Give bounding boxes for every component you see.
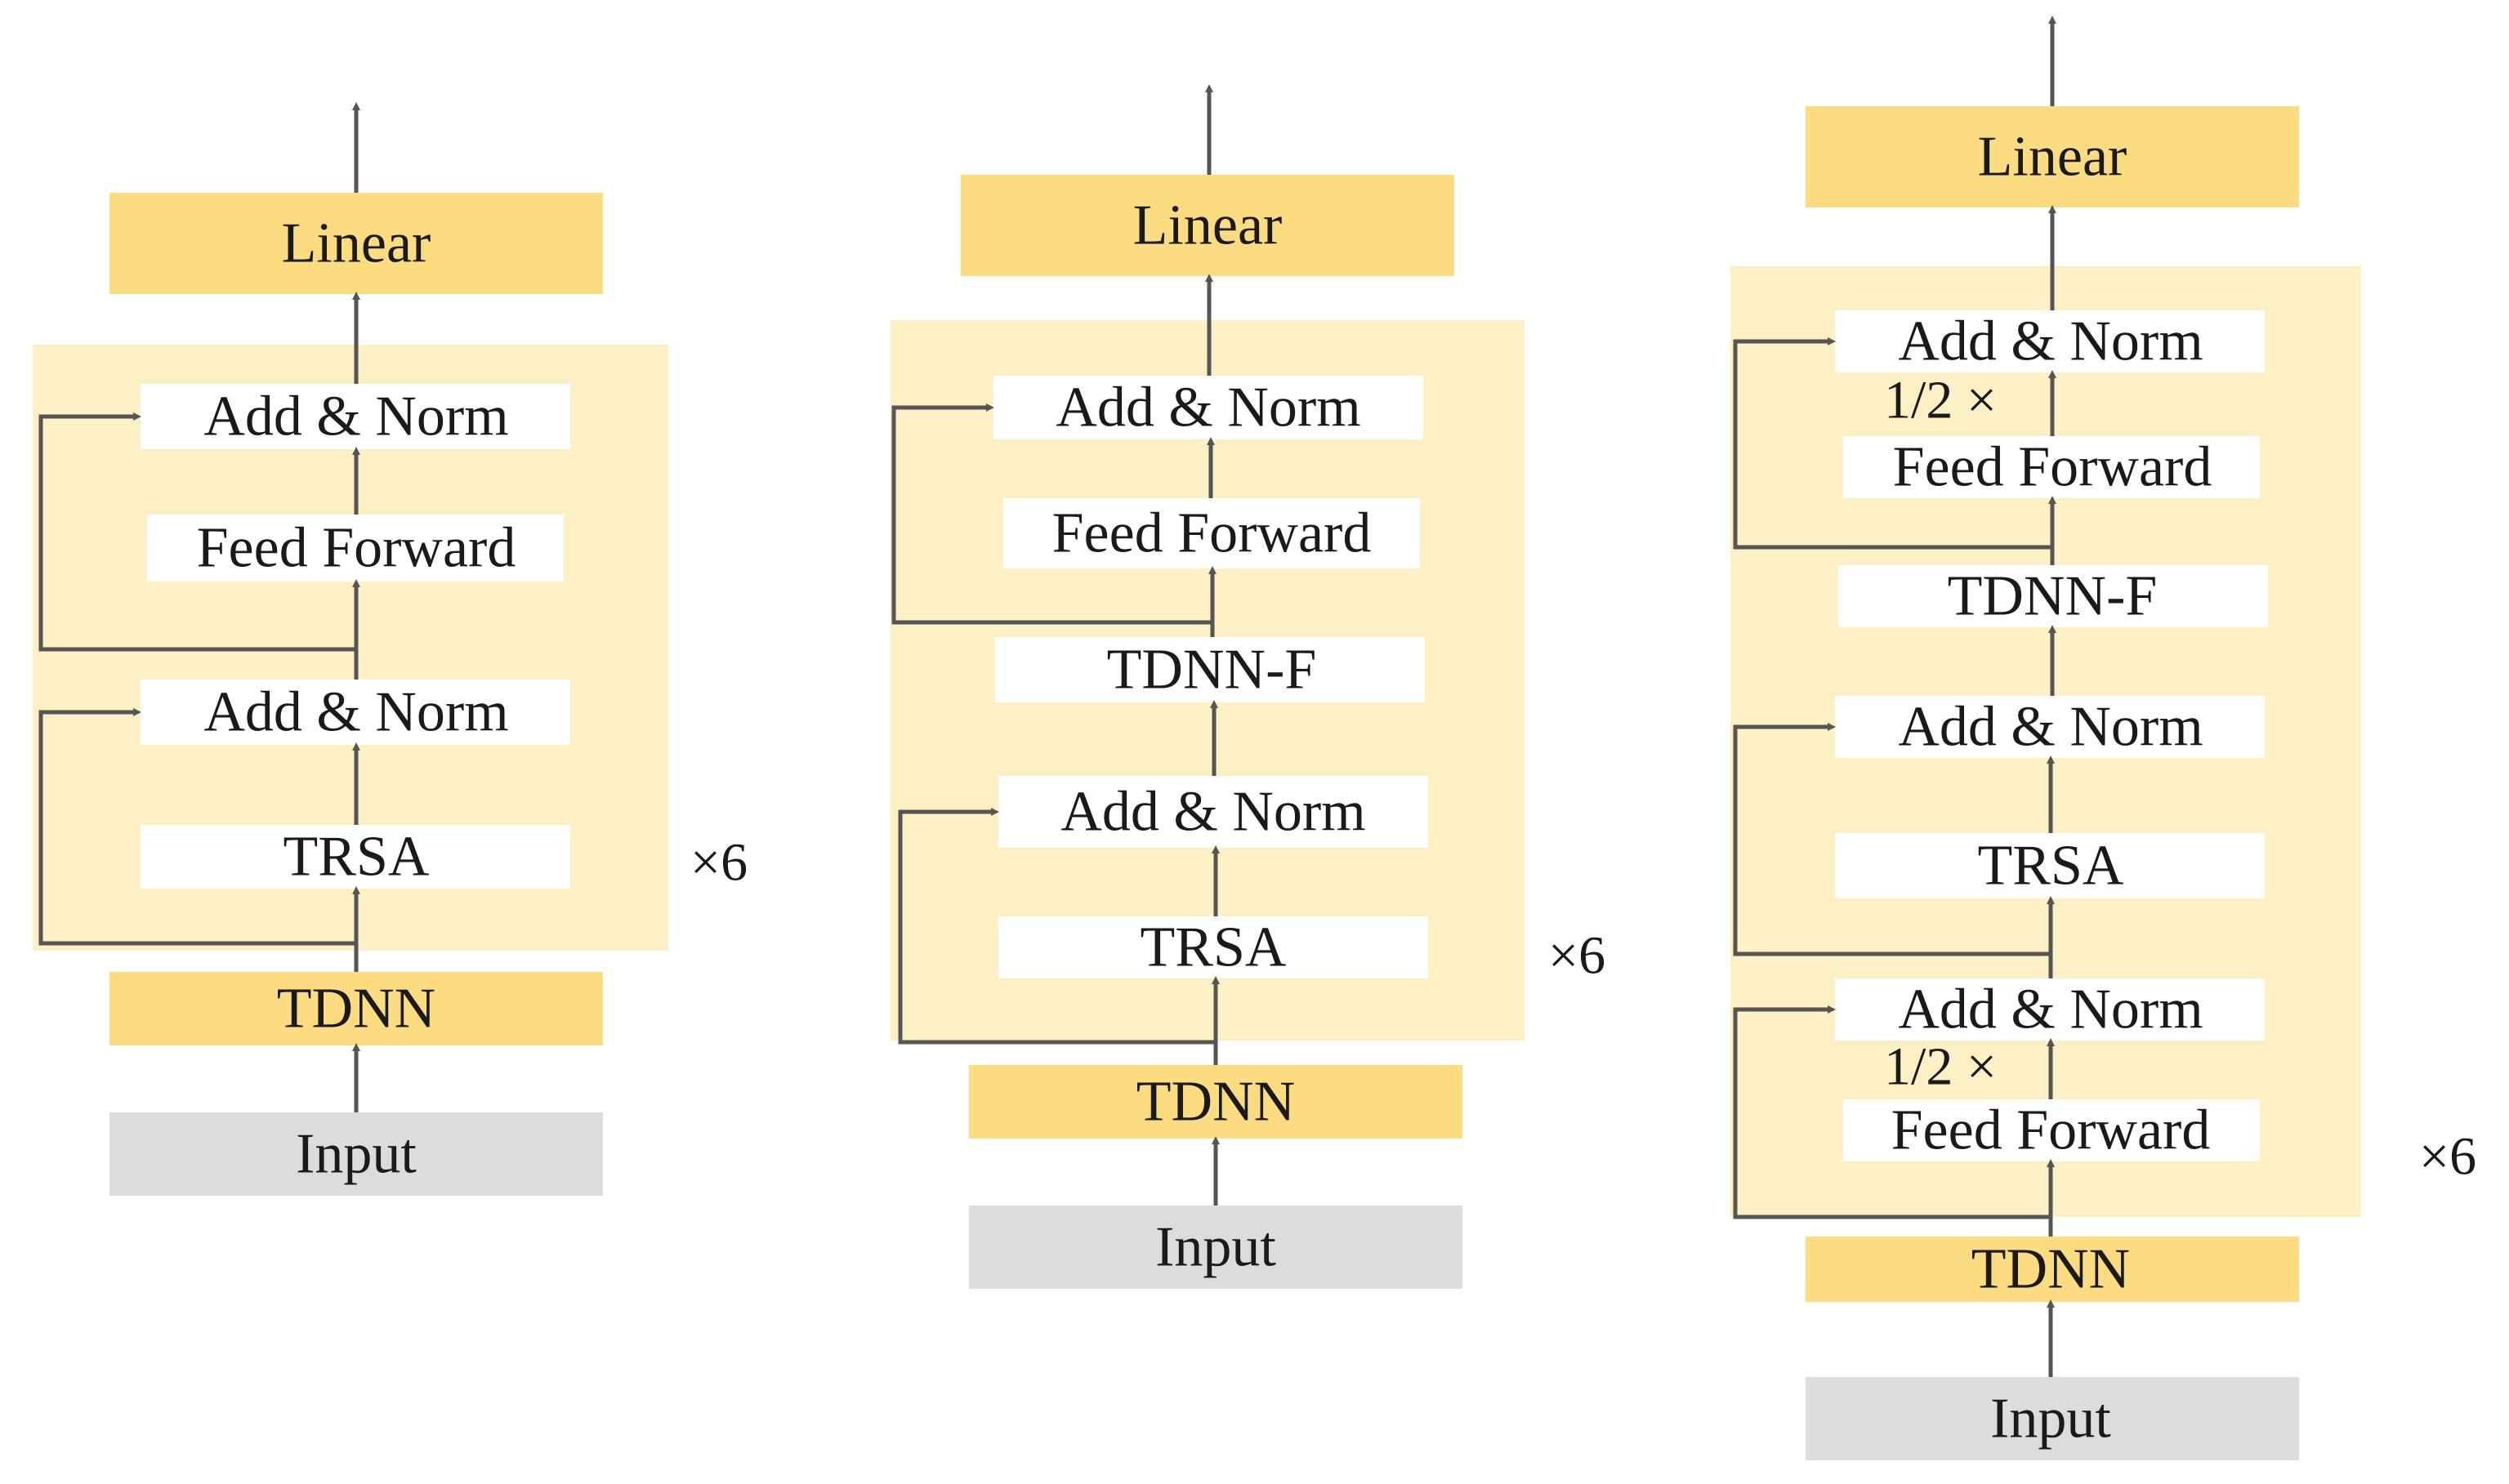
tdnn-label-2: TDNN — [1136, 1071, 1295, 1134]
tdnn-label-1: TDNN — [277, 978, 435, 1041]
add-norm-label-1b: Add & Norm — [203, 681, 508, 744]
add-norm-label-1a: Add & Norm — [203, 385, 508, 448]
add-norm-box-1b — [141, 680, 570, 745]
linear-label-2: Linear — [1133, 194, 1283, 257]
diagram-3: Linear Add & Norm 1/2 × Feed Forward TDN… — [1730, 16, 2476, 1460]
residual-2-lower — [898, 808, 1216, 1045]
feed-forward-box-2 — [1003, 498, 1420, 568]
feed-forward-label-1: Feed Forward — [197, 517, 516, 580]
residual-1-lower — [38, 708, 356, 946]
tdnn-box-2 — [969, 1065, 1462, 1139]
repeat-label-3: ×6 — [2419, 1127, 2476, 1187]
trsa-box-1 — [141, 825, 570, 889]
add-norm-box-3a — [1835, 310, 2265, 372]
linear-box-1 — [109, 193, 603, 294]
repeat-label-1: ×6 — [690, 833, 748, 893]
input-label-1: Input — [296, 1123, 417, 1186]
feed-forward-box-3b — [1843, 1099, 2260, 1161]
add-norm-box-2a — [993, 376, 1423, 439]
linear-label-1: Linear — [282, 212, 431, 275]
tdnn-box-3 — [1806, 1237, 2299, 1302]
add-norm-label-3c: Add & Norm — [1898, 978, 2203, 1041]
residual-1-upper — [38, 412, 356, 652]
tdnn-box-1 — [109, 972, 603, 1045]
add-norm-box-2b — [998, 776, 1428, 848]
feed-forward-box-1 — [147, 515, 564, 582]
residual-2-upper — [891, 403, 1212, 625]
residual-3-upper — [1733, 337, 2052, 550]
linear-box-3 — [1806, 106, 2299, 207]
feed-forward-box-3a — [1843, 436, 2260, 498]
add-norm-label-3b: Add & Norm — [1898, 696, 2203, 759]
feed-forward-label-3a: Feed Forward — [1893, 436, 2212, 499]
half-scale-label-3a: 1/2 × — [1884, 371, 1997, 430]
repeat-label-2: ×6 — [1548, 926, 1605, 986]
residual-3-middle — [1733, 723, 2051, 956]
input-label-3: Input — [1990, 1388, 2111, 1451]
diagram-2: Linear Add & Norm Feed Forward TDNN-F Ad… — [891, 84, 1605, 1289]
add-norm-label-2a: Add & Norm — [1056, 377, 1360, 439]
trsa-label-2: TRSA — [1141, 916, 1287, 979]
residual-3-lower — [1733, 1005, 2051, 1219]
trsa-box-3 — [1835, 833, 2265, 898]
feed-forward-label-3b: Feed Forward — [1891, 1099, 2211, 1162]
linear-box-2 — [961, 175, 1454, 276]
trsa-label-3: TRSA — [1978, 835, 2124, 898]
add-norm-label-2b: Add & Norm — [1060, 781, 1365, 844]
half-scale-label-3b: 1/2 × — [1884, 1037, 1997, 1097]
tdnn-f-label-3: TDNN-F — [1948, 565, 2158, 628]
tdnn-f-label-2: TDNN-F — [1107, 639, 1317, 702]
add-norm-box-1a — [141, 384, 570, 449]
diagram-1: Linear Add & Norm Feed Forward Add & Nor… — [33, 102, 748, 1196]
input-box-2 — [969, 1205, 1462, 1289]
trsa-label-1: TRSA — [283, 826, 430, 889]
feed-forward-label-2: Feed Forward — [1052, 502, 1372, 565]
add-norm-label-3a: Add & Norm — [1898, 310, 2203, 373]
trsa-box-2 — [998, 916, 1428, 978]
input-box-3 — [1806, 1377, 2299, 1460]
add-norm-box-3c — [1835, 978, 2265, 1041]
tdnn-f-box-2 — [995, 637, 1425, 702]
linear-label-3: Linear — [1978, 126, 2127, 189]
add-norm-box-3b — [1835, 696, 2265, 758]
input-label-2: Input — [1155, 1216, 1276, 1279]
tdnn-f-box-3 — [1838, 565, 2268, 627]
input-box-1 — [109, 1112, 603, 1196]
tdnn-label-3: TDNN — [1971, 1238, 2130, 1301]
